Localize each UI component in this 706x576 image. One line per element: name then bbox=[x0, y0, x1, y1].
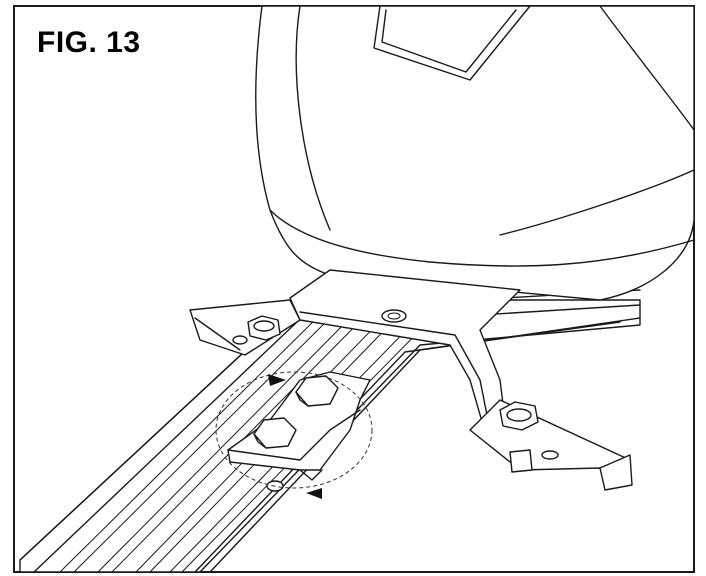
arrow-top bbox=[268, 374, 286, 386]
motor-housing bbox=[255, 5, 695, 301]
arrow-bottom bbox=[306, 488, 322, 499]
left-bracket bbox=[189, 299, 301, 356]
right-bracket bbox=[469, 399, 633, 491]
figure-label: FIG. 13 bbox=[33, 26, 145, 60]
clamp-block bbox=[227, 371, 371, 492]
rotation-indicator bbox=[215, 371, 373, 499]
